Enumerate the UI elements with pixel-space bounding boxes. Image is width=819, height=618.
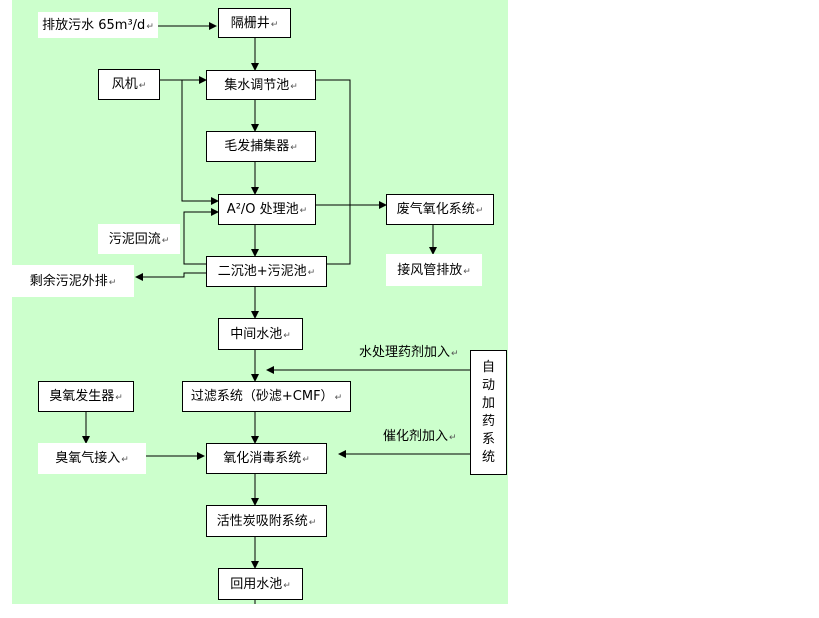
- node-filtration: 过滤系统（砂滤+CMF）: [182, 381, 351, 412]
- node-ozone-injection: 臭氧气接入: [38, 443, 146, 474]
- node-intermediate-tank-label: 中间水池: [230, 328, 291, 341]
- edge-label-catalyst: 催化剂加入: [383, 429, 457, 444]
- node-excess-sludge-label: 剩余污泥外排: [30, 275, 117, 288]
- edge-sludge-return: [183, 208, 219, 265]
- auto-dosing-char-2: 动: [481, 377, 495, 393]
- node-ao-tank-label: A²/O 处理池: [227, 203, 307, 216]
- node-ozone-generator: 臭氧发生器: [38, 381, 134, 412]
- node-discharge: 排放污水 65m³/d: [38, 12, 158, 38]
- node-equalization-tank: 集水调节池: [206, 70, 316, 100]
- node-excess-sludge: 剩余污泥外排: [12, 265, 134, 297]
- node-waste-gas-label: 废气氧化系统: [397, 203, 484, 216]
- node-blower: 风机: [98, 69, 160, 100]
- node-hair-catcher-label: 毛发捕集器: [224, 140, 298, 153]
- node-sludge-return: 污泥回流: [98, 224, 180, 254]
- node-filtration-label: 过滤系统（砂滤+CMF）: [191, 390, 342, 403]
- node-ozone-generator-label: 臭氧发生器: [49, 390, 123, 403]
- node-screen-well-label: 隔栅井: [231, 17, 279, 30]
- node-exhaust-pipe: 接风管排放: [386, 254, 482, 286]
- node-ao-tank: A²/O 处理池: [218, 194, 316, 225]
- node-secondary-clarifier-label: 二沉池+污泥池: [218, 265, 315, 278]
- node-oxidation-disinfection-label: 氧化消毒系统: [223, 452, 310, 465]
- node-sludge-return-label: 污泥回流: [109, 233, 170, 246]
- auto-dosing-char-1: 自: [481, 359, 495, 375]
- edge-label-catalyst-text: 催化剂加入: [383, 429, 457, 444]
- node-ozone-injection-label: 臭氧气接入: [55, 452, 129, 465]
- edge-excess-sludge: [135, 272, 206, 281]
- node-intermediate-tank: 中间水池: [218, 318, 303, 350]
- node-activated-carbon-label: 活性炭吸附系统: [217, 515, 317, 528]
- node-screen-well: 隔栅井: [218, 8, 291, 38]
- node-activated-carbon: 活性炭吸附系统: [206, 505, 327, 537]
- node-discharge-label: 排放污水 65m³/d: [42, 19, 154, 32]
- node-reuse-tank-label: 回用水池: [230, 578, 291, 591]
- edge-label-chemicals-text: 水处理药剂加入: [359, 345, 459, 360]
- auto-dosing-char-6: 统: [481, 449, 495, 465]
- node-reuse-tank: 回用水池: [218, 568, 303, 600]
- node-auto-dosing: 自 动 加 药 系 统: [470, 350, 507, 475]
- node-exhaust-pipe-label: 接风管排放: [397, 264, 471, 277]
- auto-dosing-char-5: 系: [481, 431, 495, 447]
- node-waste-gas: 废气氧化系统: [386, 194, 494, 225]
- auto-dosing-char-4: 药: [481, 413, 495, 429]
- node-oxidation-disinfection: 氧化消毒系统: [206, 443, 327, 474]
- node-secondary-clarifier: 二沉池+污泥池: [206, 256, 327, 287]
- node-hair-catcher: 毛发捕集器: [206, 131, 316, 162]
- edge-gas-collection: [316, 79, 351, 265]
- edge-label-chemicals: 水处理药剂加入: [359, 345, 459, 360]
- green-panel: [12, 0, 508, 604]
- auto-dosing-char-3: 加: [481, 395, 495, 411]
- node-blower-label: 风机: [112, 78, 147, 91]
- node-equalization-tank-label: 集水调节池: [224, 79, 298, 92]
- edge-blower-to-ao: [181, 80, 219, 205]
